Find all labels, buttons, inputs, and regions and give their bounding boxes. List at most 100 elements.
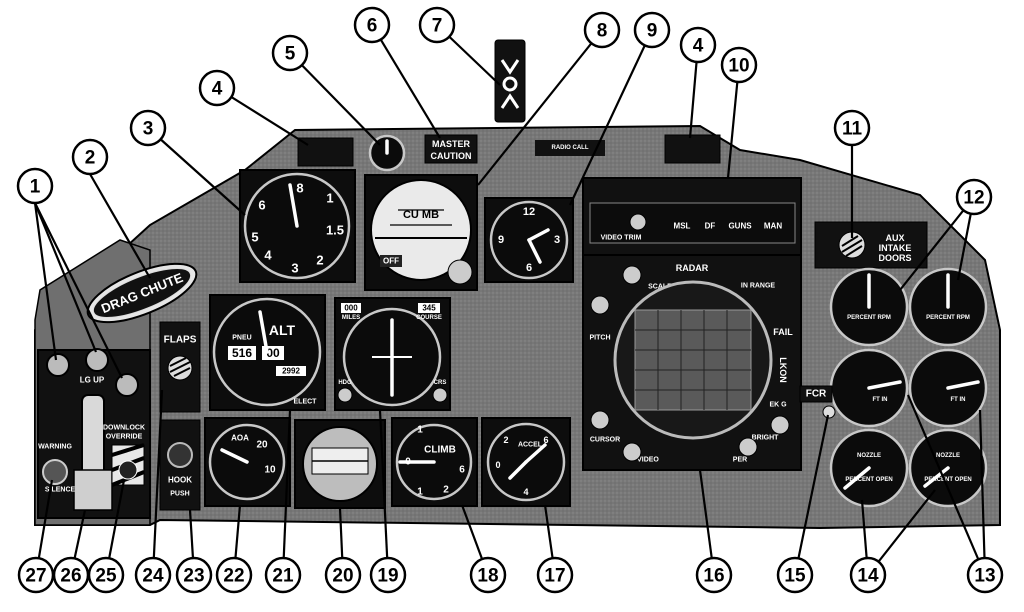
svg-text:21: 21: [272, 566, 294, 587]
master-caution-light[interactable]: MASTER CAUTION: [424, 134, 478, 164]
svg-text:2: 2: [443, 485, 449, 496]
svg-text:17: 17: [544, 566, 565, 587]
svg-text:8: 8: [296, 181, 303, 196]
flaps-label: FLAPS: [164, 335, 197, 346]
nozzle-gauge-right: NOZZLE PERCENT OPEN: [908, 428, 988, 508]
tach-left-label: PERCENT RPM: [847, 315, 891, 321]
svg-text:22: 22: [223, 566, 244, 587]
svg-text:2: 2: [503, 435, 508, 445]
nozzle-left-percent-label: PERCENT OPEN: [845, 477, 892, 483]
fail-label: FAIL: [773, 327, 793, 337]
svg-text:9: 9: [498, 234, 504, 246]
callout-6: 6: [353, 6, 391, 44]
crs-knob[interactable]: [432, 387, 448, 403]
angle-of-attack-indexer: [494, 39, 526, 123]
video-trim-knob[interactable]: [629, 213, 647, 231]
svg-text:4: 4: [212, 79, 223, 100]
callout-7: 7: [418, 6, 456, 44]
svg-text:1: 1: [417, 487, 423, 498]
per-knob[interactable]: [738, 437, 758, 457]
hdg-knob[interactable]: [337, 387, 353, 403]
standby-compass: [294, 419, 386, 509]
doors-label: DOORS: [878, 253, 911, 263]
svg-text:6: 6: [543, 435, 548, 445]
svg-text:3: 3: [554, 234, 560, 246]
warning-light-left: [297, 137, 354, 167]
tachometer-left: PERCENT RPM: [829, 267, 909, 347]
svg-text:1.5: 1.5: [326, 223, 344, 238]
svg-text:4: 4: [264, 248, 272, 263]
callout-4: 4: [198, 69, 236, 107]
radio-call-light: [535, 140, 605, 156]
svg-text:5: 5: [251, 230, 258, 245]
bright-knob[interactable]: [770, 415, 790, 435]
altimeter: ALT PNEU 516 00 2992 ELECT: [209, 294, 326, 411]
cursor-knob[interactable]: [590, 410, 610, 430]
altitude-counter-2-text: 00: [266, 346, 280, 360]
attitude-cu-mb-label: CU MB: [403, 209, 439, 221]
svg-text:4: 4: [523, 487, 528, 497]
downlock-override-button[interactable]: [111, 443, 145, 487]
master-caution-label-1: MASTER: [432, 139, 471, 149]
attitude-adjust-knob[interactable]: [447, 259, 473, 285]
push-label: PUSH: [170, 491, 189, 498]
svg-text:1: 1: [417, 425, 423, 436]
ft-in-right-label: FT IN: [951, 397, 966, 403]
aux-intake-doors-light[interactable]: AUX INTAKE DOORS: [814, 221, 928, 269]
svg-text:26: 26: [60, 566, 81, 587]
svg-text:6: 6: [367, 16, 378, 37]
scale-knob[interactable]: [622, 265, 642, 285]
callout-18: 18: [469, 556, 507, 594]
svg-text:15: 15: [784, 566, 806, 587]
pitch-knob[interactable]: [590, 295, 610, 315]
svg-text:11: 11: [842, 119, 863, 140]
svg-text:20: 20: [332, 566, 353, 587]
attitude-off-flag: [380, 255, 402, 267]
ft-in-gauge-right: FT IN: [908, 348, 988, 428]
baro-window: [276, 366, 306, 376]
callout-9: 9: [633, 11, 671, 49]
downlock-label-2: OVERRIDE: [106, 434, 143, 441]
downlock-label-1: DOWNLOCK: [103, 425, 145, 432]
lg-up-label: LG UP: [80, 376, 105, 385]
landing-gear-panel: LG UP DOWNLOCK OVERRIDE WARNING SILENCE: [37, 348, 151, 519]
guns-label: GUNS: [728, 222, 752, 231]
nozzle-left-label: NOZZLE: [857, 453, 881, 459]
callout-3: 3: [129, 109, 167, 147]
in-range-label: IN RANGE: [741, 283, 776, 290]
warning-label: WARNING: [38, 444, 72, 451]
hdg-label: HDG: [338, 380, 352, 386]
nozzle-gauge-left: NOZZLE PERCENT OPEN: [829, 428, 909, 508]
callout-8: 8: [583, 11, 621, 49]
hook-push-button[interactable]: HOOK PUSH: [159, 419, 201, 511]
radar-scope: RADAR SCALE IN RANGE PITCH FAIL LKON EK …: [582, 254, 802, 471]
svg-text:12: 12: [523, 206, 535, 218]
callout-23: 23: [175, 556, 213, 594]
video-knob[interactable]: [622, 442, 642, 462]
man-label: MAN: [764, 222, 782, 231]
svg-text:13: 13: [974, 566, 995, 587]
warning-light-right: [664, 134, 721, 164]
svg-text:2: 2: [85, 148, 96, 169]
svg-text:24: 24: [142, 566, 164, 587]
course-window: [418, 303, 440, 313]
nozzle-right-percent-label: PERCENT OPEN: [924, 477, 971, 483]
svg-text:19: 19: [377, 566, 398, 587]
accelerometer: ACCEL 2 6 0 4: [481, 417, 571, 507]
intake-label: INTAKE: [879, 243, 912, 253]
callout-5: 5: [271, 34, 309, 72]
nozzle-right-label: NOZZLE: [936, 453, 960, 459]
altimeter-alt-label: ALT: [269, 322, 296, 338]
svg-text:27: 27: [25, 566, 46, 587]
fcr-light[interactable]: FCR: [799, 385, 836, 419]
callout-20: 20: [324, 556, 362, 594]
warning-silence-button[interactable]: [42, 459, 68, 485]
callout-27: 27: [17, 556, 55, 594]
aoa-label: AOA: [231, 434, 249, 443]
altitude-counter-1: [228, 346, 256, 360]
radio-call-label: RADIO CALL: [552, 145, 589, 151]
aux-label: AUX: [885, 233, 904, 243]
svg-text:1: 1: [326, 191, 333, 206]
pitch-label: PITCH: [590, 335, 611, 342]
gear-light-center: [85, 348, 109, 372]
